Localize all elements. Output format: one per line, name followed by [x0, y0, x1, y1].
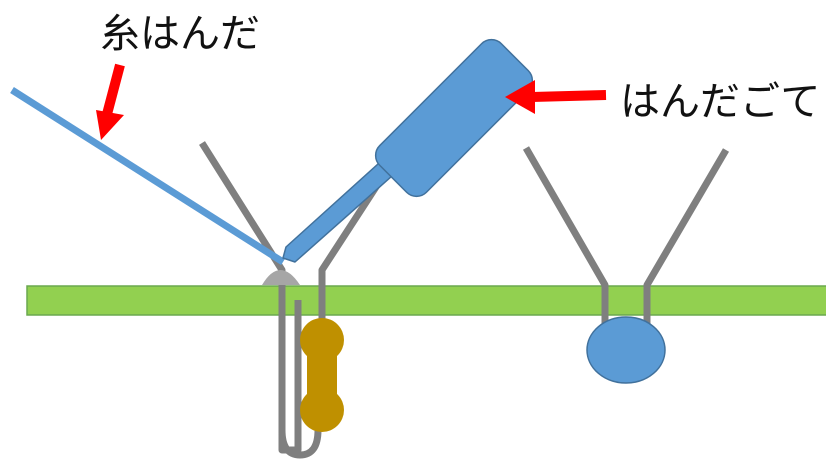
solder-wire — [10, 87, 285, 265]
arrow-iron-icon — [505, 80, 607, 114]
lead-loop — [278, 296, 322, 459]
arrow-solder-icon — [96, 63, 125, 140]
soldering-iron-label: はんだごて — [620, 79, 821, 125]
capacitor-lead-right — [643, 148, 730, 325]
capacitor — [586, 316, 666, 384]
pcb-board — [26, 285, 826, 316]
resistor — [300, 318, 344, 432]
left-lead-bent — [199, 141, 302, 454]
soldering-iron — [282, 38, 534, 263]
solder-blob — [262, 270, 300, 285]
capacitor-lead-left — [522, 146, 609, 325]
solder-wire-label: 糸はんだ — [100, 11, 260, 57]
